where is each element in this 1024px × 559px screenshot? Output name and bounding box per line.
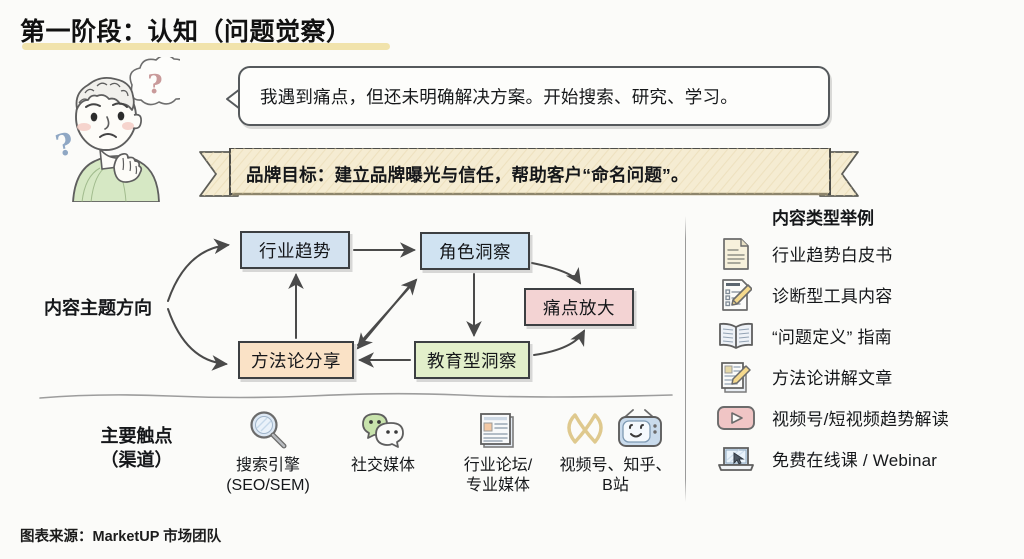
horizontal-divider [38,390,674,404]
touchpoint-industry-forum[interactable]: 行业论坛/ 专业媒体 [438,408,558,497]
diagram-label: 内容主题方向 [44,298,152,318]
svg-text:?: ? [147,70,162,100]
touchpoint-search-engine[interactable]: 搜索引擎 (SEO/SEM) [208,408,328,497]
touchpoint-label-line2: 专业媒体 [465,477,530,495]
content-type-row[interactable]: 免费在线课 / Webinar [700,438,1020,479]
source-footer: 图表来源：MarketUP 市场团队 [20,529,222,545]
wechat-icon [323,408,443,452]
touchpoint-label-line1: 行业论坛/ [463,457,533,474]
node-pain-amplify[interactable]: 痛点放大 [524,288,634,326]
touchpoint-label-line1: 社交媒体 [350,457,415,474]
thinking-person-illustration: ? [60,54,192,203]
touchpoints-title: 主要触点 （渠道） [64,424,209,473]
video-platform-icons [543,408,688,452]
document-icon [710,236,762,272]
touchpoint-label-line2: B站 [602,477,629,495]
title-underline [22,43,390,50]
touchpoint-label-line1: 视频号、知乎、 [559,457,672,474]
vertical-divider [685,216,686,502]
laptop-icon [710,441,762,477]
content-type-label: 行业趋势白皮书 [772,246,893,265]
content-types-section: 内容类型举例 行业趋势白皮书 [700,204,1020,479]
content-type-label: 免费在线课 / Webinar [772,451,938,470]
node-role-insight[interactable]: 角色洞察 [420,232,530,270]
touchpoint-social-media[interactable]: 社交媒体 [323,408,443,476]
newspaper-icon [438,408,558,452]
page-title: 第一阶段：认知（问题觉察） [20,18,352,46]
touchpoint-label: 行业论坛/ 专业媒体 [438,456,558,497]
content-types-heading: 内容类型举例 [772,209,874,228]
speech-bubble: 我遇到痛点，但还未明确解决方案。开始搜索、研究、学习。 [238,66,830,126]
tv-icon [617,409,662,447]
touchpoint-label: 社交媒体 [323,456,443,476]
content-type-label: 诊断型工具内容 [772,287,893,306]
article-pencil-icon [710,359,762,395]
touchpoints-section: 主要触点 （渠道） 搜索引擎 (SEO/SEM) [38,408,678,528]
node-methodology[interactable]: 方法论分享 [238,341,354,379]
content-type-row[interactable]: 视频号/短视频趋势解读 [700,397,1020,438]
node-industry-trend[interactable]: 行业趋势 [240,231,350,269]
content-type-row[interactable]: 行业趋势白皮书 [700,233,1020,274]
open-book-icon [710,318,762,354]
content-type-row[interactable]: 方法论讲解文章 [700,356,1020,397]
speech-bubble-text: 我遇到痛点，但还未明确解决方案。开始搜索、研究、学习。 [260,86,738,107]
touchpoints-title-line2: （渠道） [100,450,173,471]
content-type-row[interactable]: “问题定义” 指南 [700,315,1020,356]
brand-goal-ribbon: 品牌目标：建立品牌曝光与信任，帮助客户“命名问题”。 [198,148,860,200]
content-type-label: 方法论讲解文章 [772,369,893,388]
content-type-label: “问题定义” 指南 [772,328,892,347]
touchpoints-title-line1: 主要触点 [100,426,173,446]
video-play-icon [710,400,762,436]
checklist-pencil-icon [710,277,762,313]
content-type-label: 视频号/短视频趋势解读 [772,410,949,429]
content-type-row[interactable]: 诊断型工具内容 [700,274,1020,315]
touchpoint-label: 搜索引擎 (SEO/SEM) [208,456,328,497]
touchpoint-video-platforms[interactable]: 视频号、知乎、 B站 [543,408,688,497]
touchpoint-label: 视频号、知乎、 B站 [543,456,688,497]
node-educational[interactable]: 教育型洞察 [414,341,530,379]
brand-goal-text: 品牌目标：建立品牌曝光与信任，帮助客户“命名问题”。 [246,164,689,185]
infinity-icon [566,413,603,444]
content-theme-diagram: 内容主题方向 行业趋势 角色洞察 痛点放大 方法论分享 教育型洞察 [0,205,684,395]
magnifier-icon [208,408,328,452]
touchpoint-label-line1: 搜索引擎 [235,457,300,474]
touchpoint-label-line2: (SEO/SEM) [226,477,310,495]
